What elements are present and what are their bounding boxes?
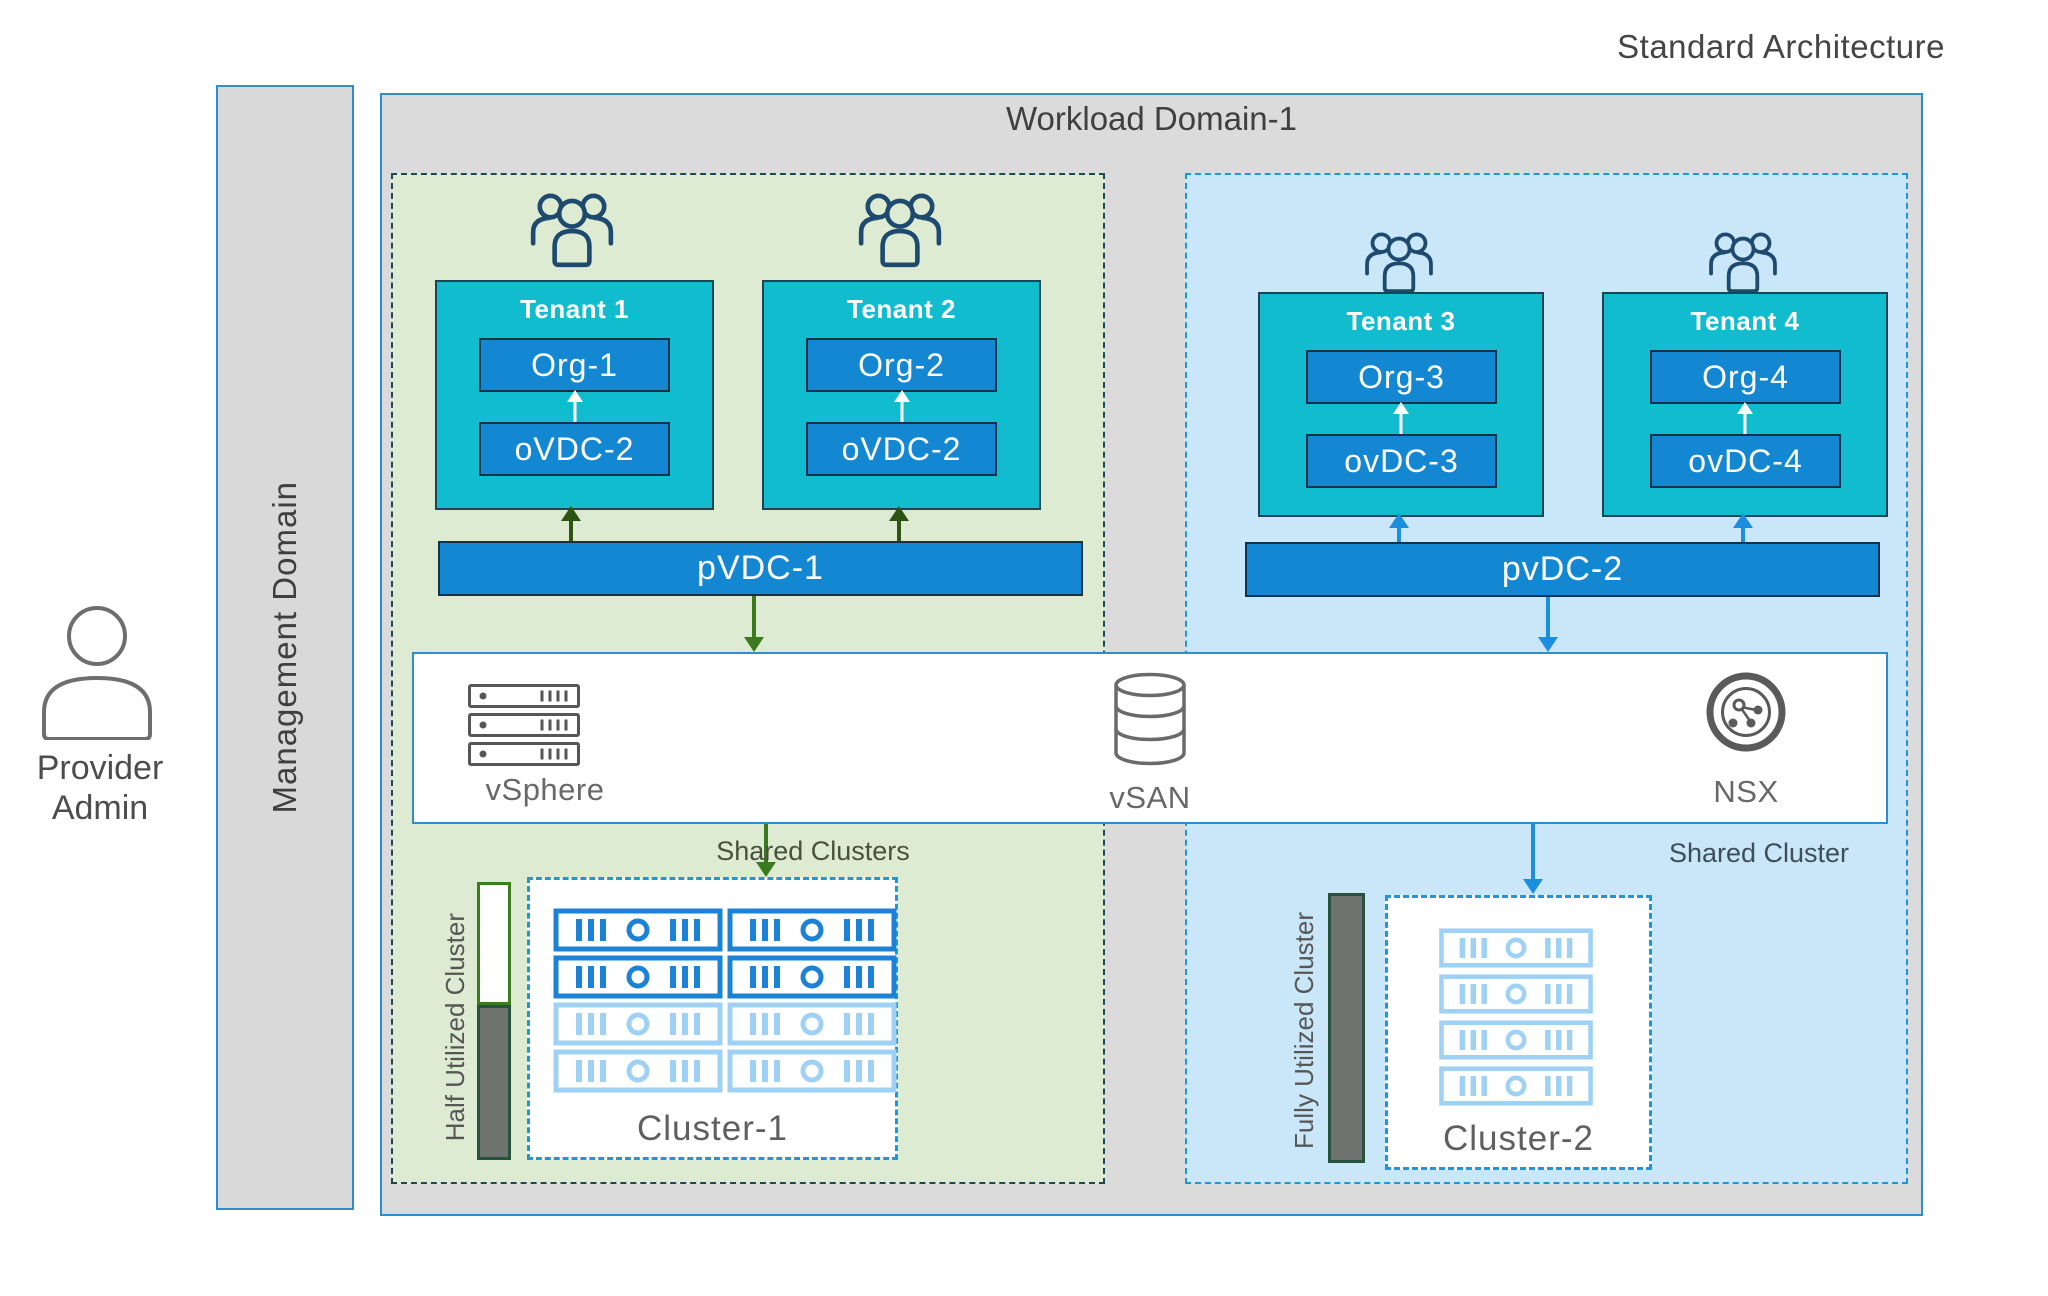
pvdc1-bar: pVDC-1 [438,541,1083,596]
host-server-icon [1441,931,1590,966]
host-server-icon [1441,977,1590,1012]
tenant3-users-icon [1362,226,1436,294]
host-server-icon [730,1052,894,1090]
tenant3-vdc-box: ovDC-3 [1306,434,1497,488]
half-gauge-used [477,1005,511,1160]
host-server-icon [556,911,720,949]
tenant3-title: Tenant 3 [1346,306,1456,336]
host-server-icon [556,1052,720,1090]
arrow-up-icon [1389,513,1409,542]
arrow-down-icon [744,596,764,652]
provider-admin-icon [42,606,152,740]
full-gauge-used [1328,893,1365,1163]
shared-clusters-label: Shared Clusters [716,836,910,866]
arrow-up-icon [566,390,583,422]
management-domain: Management Domain [216,85,354,1210]
nsx-label: NSX [1713,774,1779,809]
arrow-down-icon [756,824,776,877]
full-gauge-label: Fully Utilized Cluster [1288,912,1319,1149]
tenant4-users-icon [1706,226,1780,294]
tenant4-box: Tenant 4 Org-4 ovDC-4 [1602,292,1888,517]
host-server-icon [556,1005,720,1043]
host-server-icon [730,911,894,949]
cluster1-hosts [553,908,897,1094]
host-server-icon [1441,1069,1590,1104]
cluster1-name: Cluster-1 [637,1109,788,1148]
tenant1-users-icon [527,186,617,268]
tenant1-box: Tenant 1 Org-1 oVDC-2 [435,280,714,510]
tenant4-title: Tenant 4 [1690,306,1800,336]
nsx-icon [1702,668,1790,756]
tenant2-title: Tenant 2 [847,294,956,324]
tenant1-title: Tenant 1 [520,294,629,324]
host-server-icon [1441,1023,1590,1058]
vsphere-icon [468,684,580,766]
host-server-icon [556,958,720,996]
host-server-icon [730,958,894,996]
tenant1-org-box: Org-1 [479,338,670,392]
cluster2-name: Cluster-2 [1443,1119,1594,1158]
management-domain-label: Management Domain [266,481,303,814]
arrow-up-icon [1393,402,1409,434]
tenant1-vdc-box: oVDC-2 [479,422,670,476]
workload-domain-title: Workload Domain-1 [1005,100,1297,137]
arrow-up-icon [1737,402,1753,434]
page-title: Standard Architecture [1617,28,1945,65]
tenant3-org-box: Org-3 [1306,350,1497,404]
pvdc2-bar: pvDC-2 [1245,542,1880,597]
tenant2-org-box: Org-2 [806,338,997,392]
vsan-icon [1112,672,1188,768]
shared-cluster-label: Shared Cluster [1668,838,1850,868]
arrow-up-icon [889,506,909,541]
arrow-up-icon [893,390,910,422]
arrow-down-icon [1538,597,1558,652]
vsan-label: vSAN [1109,780,1191,815]
provider-admin-label: Provider Admin [36,749,164,828]
arrow-down-icon [1523,824,1543,894]
cluster2-hosts [1431,928,1601,1108]
tenant2-vdc-box: oVDC-2 [806,422,997,476]
tenant3-box: Tenant 3 Org-3 ovDC-3 [1258,292,1544,517]
arrow-up-icon [561,506,581,541]
host-server-icon [730,1005,894,1043]
tenant2-box: Tenant 2 Org-2 oVDC-2 [762,280,1041,510]
half-gauge-label: Half Utilized Cluster [439,913,470,1142]
tenant2-users-icon [855,186,945,268]
vsphere-label: vSphere [485,772,605,807]
tenant4-org-box: Org-4 [1650,350,1841,404]
tenant4-vdc-box: ovDC-4 [1650,434,1841,488]
half-gauge-free [477,882,511,1005]
arrow-up-icon [1733,513,1753,542]
